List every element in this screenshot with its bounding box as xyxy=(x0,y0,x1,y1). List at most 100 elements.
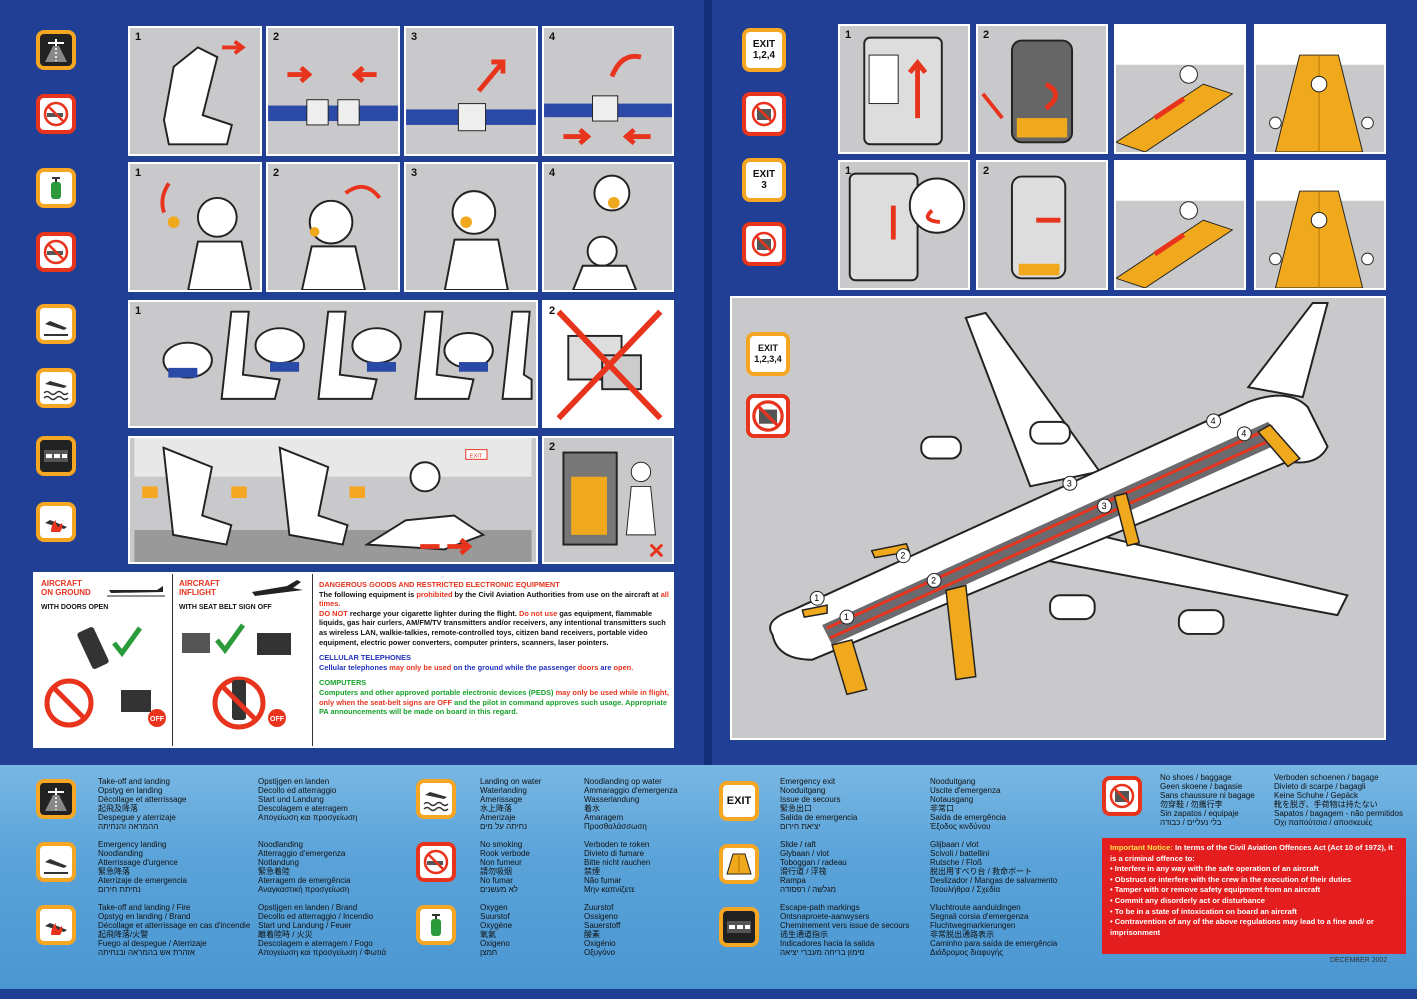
brace-position-step-1: 1 xyxy=(128,300,538,428)
oxygen-step-2: 2 xyxy=(266,162,400,292)
legend-shoes-b: Verboden schoenen / bagage Divieto di sc… xyxy=(1274,773,1403,827)
escape-path-lights xyxy=(826,425,1279,640)
cell-d: doors xyxy=(577,662,599,672)
exit-number: 3 xyxy=(1067,478,1072,488)
notice-intro: In terms of the Civil Aviation Offences … xyxy=(1110,843,1393,863)
step-number: 1 xyxy=(135,305,142,317)
step-number: 2 xyxy=(983,165,990,177)
inflight-subheading: WITH SEAT BELT SIGN OFF xyxy=(179,604,272,611)
oxygen-step-3: 3 xyxy=(404,162,538,292)
notice-item: • Interfere in any way with the safe ope… xyxy=(1110,864,1319,874)
dg-p1c: by the Civil Aviation Authorities from u… xyxy=(454,589,659,599)
oxygen-step-1: 1 xyxy=(128,162,262,292)
plane-ground-icon xyxy=(107,586,165,597)
no-smoking-icon xyxy=(36,232,76,272)
legend-emergency-b: Noodlanding Atterraggio d'emergenza Notl… xyxy=(258,840,351,894)
aircraft-illustration: 1 1 2 2 3 3 4 4 xyxy=(769,301,1349,696)
on-ground-subheading: WITH DOORS OPEN xyxy=(41,604,109,611)
door-a-step-1: 1 xyxy=(838,24,970,154)
evacuation-slides xyxy=(801,423,1301,696)
dg-p1b: prohibited xyxy=(416,589,453,599)
oxygen-icon xyxy=(416,905,456,945)
dg-title: DANGEROUS GOODS AND RESTRICTED ELECTRONI… xyxy=(319,580,560,589)
door-b-step-1: 1 xyxy=(838,160,970,290)
legend-path-b: Vluchtroute aanduidingen Segnali corsia … xyxy=(930,903,1058,957)
dg-p2c: Do not use xyxy=(519,608,558,618)
exit-3-label: EXIT 3 xyxy=(746,162,782,198)
exit-number: 1 xyxy=(844,612,849,622)
exit-1234-label: EXIT 1,2,3,4 xyxy=(750,336,786,372)
oxygen-step-4: 4 xyxy=(542,162,674,292)
door-b-step-3: 3 xyxy=(1114,160,1246,290)
comp-c: OFF xyxy=(437,697,453,707)
step-number: 2 xyxy=(273,31,280,43)
door-b-step-4: 4 xyxy=(1254,160,1386,290)
door-b-step-2: 2 xyxy=(976,160,1108,290)
seatbelt-step-2: 2 xyxy=(266,26,400,156)
emergency-landing-icon xyxy=(36,842,76,882)
door-a-step-2: 2 xyxy=(976,24,1108,154)
step-number: 3 xyxy=(411,167,418,179)
page-fold xyxy=(704,0,712,999)
door-a-step-4: 4 xyxy=(1254,24,1386,154)
step-number: 1 xyxy=(135,31,142,43)
comp-b: may only be used while in flight, only w… xyxy=(319,687,669,707)
legend-water-b: Noodlanding op water Ammaraggio d'emerge… xyxy=(584,777,678,831)
takeoff-landing-icon xyxy=(36,30,76,70)
legend-exit-b: Nooduitgang Uscite d'emergenza Notausgan… xyxy=(930,777,1007,831)
aircraft-exits-diagram: 1 1 2 2 3 3 4 4 EXIT 1,2,3,4 xyxy=(730,296,1386,740)
takeoff-landing-fire-icon xyxy=(36,502,76,542)
notice-item-text: Obstruct or interfere with the crew in t… xyxy=(1114,874,1352,884)
legend-takeoff-b: Opstijgen en landen Decollo ed atterragg… xyxy=(258,777,358,822)
evacuation-slide-step-2: 2 xyxy=(542,436,674,564)
oxygen-icon xyxy=(36,168,76,208)
escape-path-icon xyxy=(719,907,759,947)
notice-item-text: Interfere in any way with the safe opera… xyxy=(1114,864,1319,874)
exit-number: 2 xyxy=(900,551,905,561)
inflight-devices-illustration: OFF xyxy=(182,623,291,730)
notice-item: • To be in a state of intoxication on bo… xyxy=(1110,906,1297,916)
exit-number: 4 xyxy=(1241,429,1246,439)
tail-fin xyxy=(1246,301,1329,399)
legend-exit-a: Emergency exit Nooduitgang Issue de seco… xyxy=(780,777,858,831)
exit-icon-label: EXIT xyxy=(723,785,755,817)
cell-a: Cellular telephones xyxy=(319,662,388,672)
wing-upper xyxy=(964,311,1102,488)
no-shoes-baggage-icon xyxy=(742,222,786,266)
cell-f: open. xyxy=(613,662,634,672)
dg-p2b: recharge your cigarette lighter during t… xyxy=(349,608,517,618)
notice-item: • Contravention of any of the above regu… xyxy=(1110,917,1374,937)
no-smoking-icon xyxy=(36,94,76,134)
seatbelt-step-1: 1 xyxy=(128,26,262,156)
step-number: 1 xyxy=(845,165,852,177)
door-a-step-3: 3 xyxy=(1114,24,1246,154)
emergency-landing-icon xyxy=(36,304,76,344)
notice-item: • Tamper with or remove safety equipment… xyxy=(1110,885,1321,895)
takeoff-landing-icon xyxy=(36,779,76,819)
landing-on-water-icon xyxy=(416,779,456,819)
off-badge-text: OFF xyxy=(150,716,165,723)
legend-water-a: Landing on water Waterlanding Amerissage… xyxy=(480,777,542,831)
legend-nosmoke-b: Verboden te roken Divieto di fumare Bitt… xyxy=(584,840,651,894)
legend-path-a: Escape-path markings Ontsnaproete-aanwys… xyxy=(780,903,910,957)
notice-item-text: Tamper with or remove safety equipment f… xyxy=(1114,885,1321,895)
legend-emergency-a: Emergency landing Noodlanding Atterrissa… xyxy=(98,840,187,894)
evacuation-crawl-step-1: 1EXIT xyxy=(128,436,538,564)
step-number: 1 xyxy=(845,29,852,41)
exit-1234-icon: EXIT 1,2,3,4 xyxy=(746,332,790,376)
comp-title: COMPUTERS xyxy=(319,678,367,688)
notice-title: Important Notice: xyxy=(1110,843,1173,852)
exit-number: 2 xyxy=(931,575,936,585)
no-smoking-icon xyxy=(416,842,456,882)
bottom-edge xyxy=(0,989,1417,999)
cell-title: CELLULAR TELEPHONES xyxy=(319,653,411,663)
step-number: 2 xyxy=(983,29,990,41)
legend-nosmoke-a: No smoking Rook verbode Non fumeur 請勿吸烟 … xyxy=(480,840,530,894)
step-number: 2 xyxy=(549,305,556,317)
cell-c: on the ground while the passenger xyxy=(453,662,576,672)
step-number: 4 xyxy=(549,31,556,43)
step-number: 3 xyxy=(411,31,418,43)
inflight-heading: AIRCRAFT INFLIGHT xyxy=(179,579,220,597)
notice-item: • Commit any disorderly act or disturban… xyxy=(1110,895,1266,905)
notice-item: • Obstruct or interfere with the crew in… xyxy=(1110,874,1352,884)
